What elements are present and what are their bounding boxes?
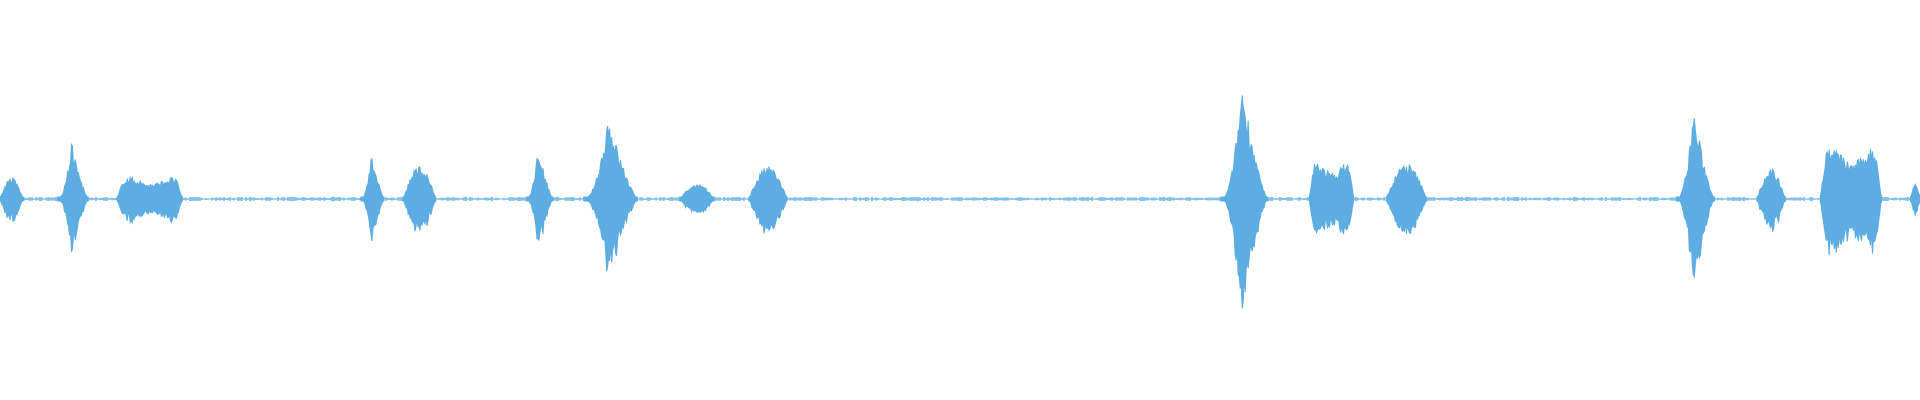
waveform-burst-15 [1819,149,1883,256]
waveform-burst-1 [0,176,24,222]
waveform-burst-2 [57,142,89,253]
waveform-burst-6 [525,157,554,242]
waveform-burst-5 [402,165,437,232]
waveform-burst-3 [116,175,183,225]
waveform-burst-7 [583,125,638,272]
waveform-burst-16 [1909,183,1920,217]
waveform-burst-11 [1308,163,1355,235]
waveform-baseline [0,196,1920,202]
waveform-burst-13 [1675,118,1716,279]
waveform-burst-4 [360,157,385,241]
waveform-burst-8 [679,184,715,214]
waveform-burst-14 [1756,167,1787,232]
waveform-burst-9 [748,166,788,234]
waveform-clips [0,95,1920,309]
waveform-burst-10 [1220,95,1268,309]
waveform-burst-12 [1385,163,1428,235]
